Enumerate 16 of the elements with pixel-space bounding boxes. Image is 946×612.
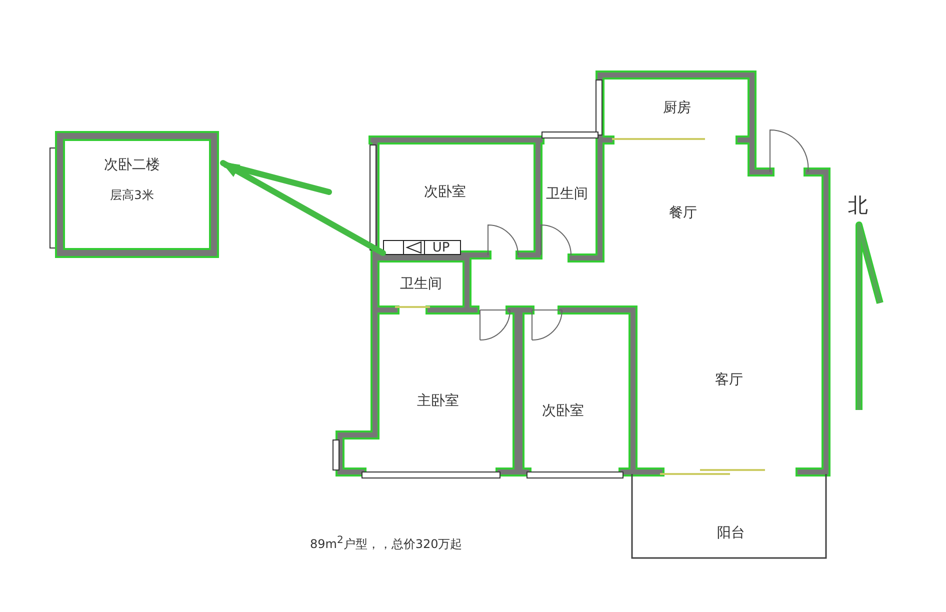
room-label: 阳台 (717, 526, 745, 540)
room-label: 厨房 (663, 101, 691, 115)
room-label: 卫生间 (400, 277, 442, 291)
room-label: 主卧室 (417, 394, 459, 408)
room-label: 次卧二楼 (104, 158, 160, 172)
room-label: 层高3米 (110, 189, 154, 201)
room-box (57, 133, 217, 256)
room-label: 次卧室 (424, 185, 466, 199)
caption: 89m$^{2}$户型，，总价320万起 (310, 535, 462, 553)
staircase (383, 240, 461, 255)
room-label: 客厅 (715, 373, 743, 387)
north-label: 北 (848, 195, 868, 215)
room-label: 次卧室 (542, 404, 584, 418)
room-label: 卫生间 (546, 187, 588, 201)
stair-label: UP (432, 242, 450, 254)
room-label: 餐厅 (669, 206, 697, 220)
